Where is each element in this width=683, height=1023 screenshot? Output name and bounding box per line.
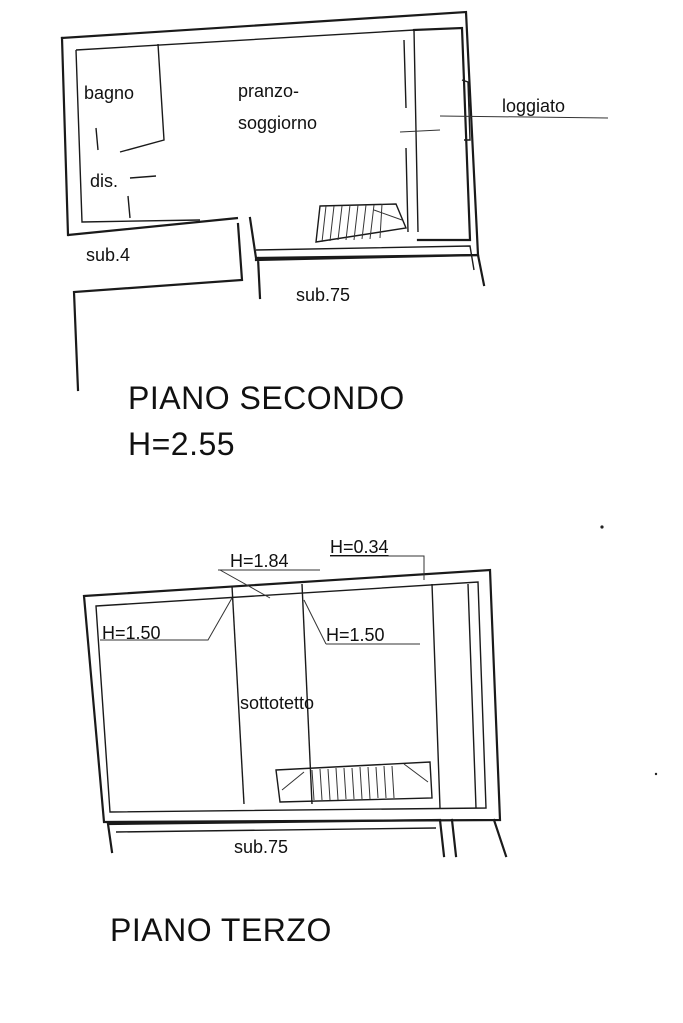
sub75-boundary bbox=[254, 253, 486, 300]
loggiato-leader-line bbox=[439, 115, 609, 119]
floor-3-sub75-boundary bbox=[106, 818, 508, 858]
room-label-dis: dis. bbox=[90, 171, 119, 191]
floor-2-height: H=2.55 bbox=[128, 426, 236, 462]
height-label-left: H=1.50 bbox=[102, 623, 161, 643]
floor-3-outer-wall bbox=[82, 568, 502, 824]
room-label-sottotetto: sottotetto bbox=[240, 693, 315, 713]
height-label-right: H=1.50 bbox=[326, 625, 385, 645]
room-label-loggiato: loggiato bbox=[502, 96, 566, 116]
ridge-line-right bbox=[301, 583, 313, 805]
height-label-ridge: H=1.84 bbox=[230, 551, 289, 571]
adjacent-unit-sub75-floor3: sub.75 bbox=[234, 837, 289, 857]
sub4-boundary bbox=[72, 222, 244, 392]
ridge-line-left bbox=[231, 585, 245, 805]
bagno-partition bbox=[95, 43, 165, 153]
loggiato-column bbox=[412, 26, 472, 242]
floor-3-title: PIANO TERZO bbox=[110, 912, 332, 948]
floor-3-inner-wall bbox=[95, 581, 487, 813]
floor-3-staircase bbox=[275, 761, 433, 803]
floor-3-plan bbox=[82, 555, 508, 858]
room-label-pranzo-line2: soggiorno bbox=[238, 113, 318, 133]
height-label-eave-right: H=0.34 bbox=[330, 537, 389, 557]
floor-3-right-column bbox=[431, 583, 477, 809]
floor-2-staircase bbox=[315, 203, 407, 243]
adjacent-unit-sub75-floor2: sub.75 bbox=[296, 285, 351, 305]
room-label-pranzo-line1: pranzo- bbox=[238, 81, 300, 101]
adjacent-unit-sub4: sub.4 bbox=[86, 245, 131, 265]
room-label-bagno: bagno bbox=[84, 83, 135, 103]
floor-2-title: PIANO SECONDO bbox=[128, 380, 405, 416]
floor-2-plan bbox=[60, 10, 609, 392]
dis-partition bbox=[127, 175, 157, 219]
